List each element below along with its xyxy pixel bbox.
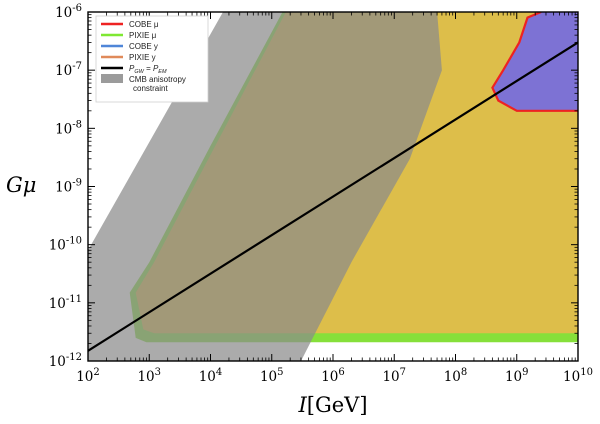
x-tick-label: 103 (137, 367, 161, 385)
legend-label: PGW = PEM (129, 64, 167, 75)
svg-text:I[GeV]: I[GeV] (297, 393, 367, 417)
legend-item: PGW = PEM (101, 64, 167, 75)
legend-item: COBE μ (101, 20, 159, 29)
legend-label: PIXIE μ (129, 31, 157, 40)
y-tick-label: 10-11 (49, 294, 82, 312)
y-tick-label: 10-7 (55, 61, 82, 79)
legend-item: COBE y (101, 42, 158, 51)
legend-label: CMB anisotropy (129, 75, 186, 84)
x-tick-label: 109 (505, 367, 529, 385)
legend-swatch (101, 74, 123, 83)
x-tick-label: 106 (321, 367, 345, 385)
legend-label: COBE y (129, 42, 158, 51)
legend-item: PIXIE y (101, 53, 156, 62)
x-tick-label: 105 (260, 367, 284, 385)
legend-label: constraint (133, 84, 168, 93)
x-tick-label: 104 (199, 367, 223, 385)
x-tick-label: 1010 (563, 367, 593, 385)
y-tick-label: 10-12 (49, 352, 82, 370)
y-tick-label: 10-9 (55, 178, 82, 196)
y-tick-label: 10-8 (55, 119, 82, 137)
x-tick-label: 102 (76, 367, 100, 385)
x-tick-label: 107 (382, 367, 406, 385)
series-region-cobe-y (492, 12, 578, 111)
y-axis-label: Gμ (6, 173, 36, 197)
plot-frame (87, 11, 579, 362)
y-tick-label: 10-6 (55, 3, 82, 21)
series-line-p-gw-p-em (88, 41, 578, 352)
y-tick-label: 10-10 (49, 236, 82, 254)
legend-label: COBE μ (129, 20, 159, 29)
legend-label: PIXIE y (129, 53, 156, 62)
x-axis-label: I[GeV] (297, 393, 367, 417)
series-boundary-cobe (491, 12, 578, 112)
x-tick-label: 108 (444, 367, 468, 385)
svg-text:Gμ: Gμ (6, 173, 36, 197)
legend-item: PIXIE μ (101, 31, 157, 40)
series-layer (88, 12, 578, 361)
legend-box (95, 15, 209, 103)
